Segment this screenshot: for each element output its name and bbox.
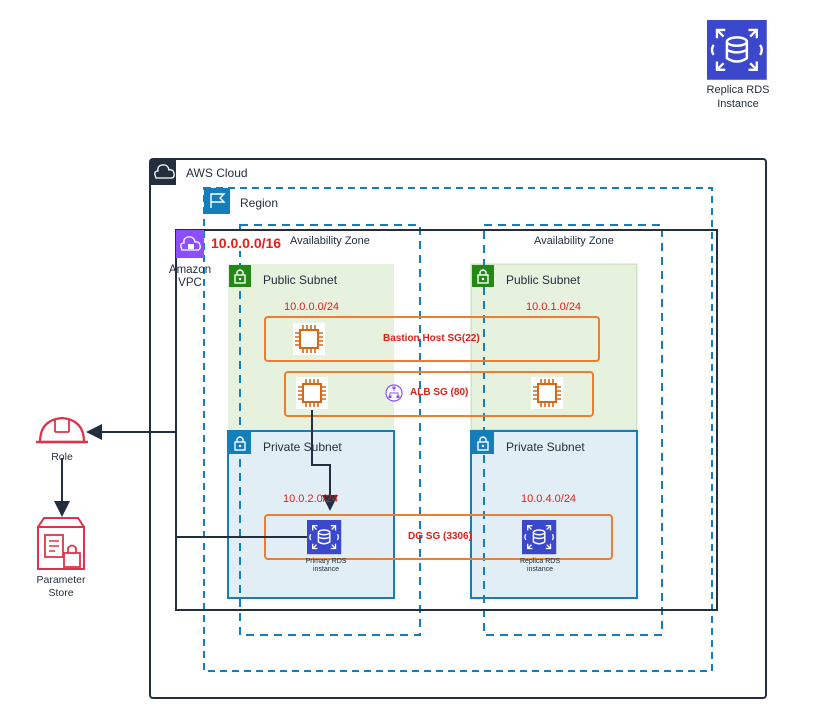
public-subnet-left-label: Public Subnet: [263, 273, 338, 287]
az-right-boundary: [483, 224, 663, 636]
public-subnet-right-label: Public Subnet: [506, 273, 581, 287]
vpc-cidr: 10.0.0.0/16: [211, 235, 282, 251]
top-replica-label-line1: Replica RDS: [706, 84, 770, 96]
public-subnet-right-lock-icon: [471, 264, 495, 288]
primary-rds-label: Primary RDS instance: [290, 558, 362, 574]
vpc-label-line1: Amazon: [168, 264, 212, 276]
region-flag-icon: [204, 188, 230, 214]
parameter-store-label: Parameter Store: [26, 574, 96, 600]
primary-rds-label-line1: Primary RDS: [305, 558, 347, 565]
load-balancer-icon: [385, 384, 403, 402]
primary-rds-icon: [306, 519, 342, 555]
bastion-ec2-icon: [292, 322, 326, 356]
replica-rds-icon: [521, 519, 557, 555]
ec2-to-rds-connector: [311, 410, 338, 511]
vpc-icon: [176, 230, 204, 258]
aws-cloud-icon: [150, 159, 176, 185]
public-subnet-left-cidr: 10.0.0.0/24: [284, 301, 340, 313]
aws-cloud-label: AWS Cloud: [186, 166, 248, 180]
az-left-label: Availability Zone: [290, 235, 370, 247]
vpc-boundary: [175, 229, 718, 611]
replica-rds-label-line2: instance: [526, 566, 554, 573]
sg-bastion-boundary: [264, 316, 600, 362]
sg-db-label: DG SG (3306): [408, 531, 472, 542]
alb-ec2-right-icon: [530, 376, 564, 410]
role-label: Role: [51, 451, 73, 463]
replica-rds-label-line1: Replica RDS: [519, 558, 561, 565]
az-right-label: Availability Zone: [534, 235, 614, 247]
sg-alb-label: ALB SG (80): [410, 387, 469, 398]
aws-cloud-boundary: [149, 158, 767, 699]
vpc-label-line2: VPC: [178, 277, 202, 289]
iam-role-icon: [36, 416, 88, 444]
sg-alb-boundary: [284, 371, 594, 417]
parameter-store-icon: [37, 517, 85, 570]
region-label: Region: [240, 196, 279, 210]
rds-to-role-connector: [86, 424, 308, 538]
private-subnet-right-label: Private Subnet: [506, 440, 585, 454]
vpc-label: Amazon VPC: [160, 264, 220, 290]
parameter-store-label-line1: Parameter: [36, 574, 86, 586]
az-left-boundary: [239, 224, 421, 636]
private-subnet-left-cidr: 10.0.2.0/24: [283, 493, 339, 505]
private-subnet-left-label: Private Subnet: [263, 440, 342, 454]
top-replica-label: Replica RDS Instance: [682, 83, 794, 111]
private-subnet-right-lock-icon: [471, 431, 495, 455]
public-subnet-left-lock-icon: [228, 264, 252, 288]
primary-rds-label-line2: instance: [312, 566, 340, 573]
alb-ec2-left-icon: [295, 376, 329, 410]
top-replica-label-line2: Instance: [717, 98, 759, 110]
region-boundary: [203, 187, 713, 672]
top-replica-rds-icon: [705, 18, 769, 82]
private-subnet-left-lock-icon: [228, 431, 252, 455]
sg-bastion-label: Bastion Host SG(22): [383, 333, 480, 344]
public-subnet-right-cidr: 10.0.1.0/24: [526, 301, 582, 313]
private-subnet-right-cidr: 10.0.4.0/24: [521, 493, 577, 505]
parameter-store-label-line2: Store: [48, 587, 74, 599]
replica-rds-label: Replica RDS instance: [504, 558, 576, 574]
